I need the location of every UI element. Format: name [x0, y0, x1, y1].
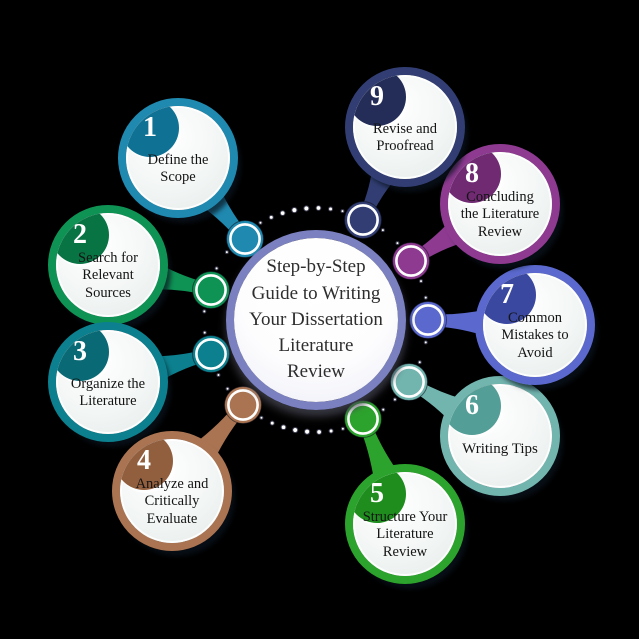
connector-dot — [328, 206, 334, 212]
connector-dot — [380, 228, 385, 233]
connector-circle-ring — [395, 245, 427, 277]
connector-dot — [292, 426, 299, 434]
step-title: Structure Your Literature Review — [362, 508, 448, 560]
step-title: Concluding the Literature Review — [460, 188, 540, 240]
connector-dot — [304, 428, 311, 435]
step-number-badge: 4 — [120, 439, 173, 490]
connector-circle-step-4 — [224, 386, 262, 424]
step-disc: 8 Concluding the Literature Review — [448, 152, 552, 256]
step-disc: 9 Revise and Proofread — [353, 75, 457, 179]
connector-dot — [259, 415, 264, 420]
step-node-7: 7 Common Mistakes to Avoid — [475, 265, 595, 385]
step-number-badge: 7 — [483, 273, 536, 324]
connector-circle-ring — [195, 338, 227, 370]
step-node-1: 1 Define the Scope — [118, 98, 238, 218]
connector-dot — [395, 241, 400, 246]
connector-circle-ring — [195, 274, 227, 306]
step-disc: 1 Define the Scope — [126, 106, 230, 210]
step-number-badge: 1 — [126, 106, 179, 157]
connector-dot — [315, 205, 322, 211]
connector-dot — [316, 429, 322, 435]
connector-dot — [392, 397, 397, 402]
step-number: 6 — [465, 390, 479, 421]
connector-dot — [419, 279, 424, 284]
connector-circle-ring — [229, 223, 261, 255]
step-number-badge: 5 — [353, 472, 406, 523]
step-number-badge: 3 — [56, 330, 109, 381]
step-node-8: 8 Concluding the Literature Review — [440, 144, 560, 264]
connector-dot — [291, 207, 298, 214]
step-number: 2 — [73, 219, 87, 250]
step-title: Define the Scope — [147, 151, 209, 185]
step-number-badge: 6 — [448, 384, 501, 435]
connector-dot — [328, 428, 334, 434]
connector-dot — [202, 309, 207, 314]
step-number-badge: 9 — [353, 75, 406, 126]
connector-circle-ring — [412, 304, 444, 336]
step-number: 9 — [370, 81, 384, 112]
step-title: Organize the Literature — [70, 375, 146, 409]
step-node-4: 4 Analyze and Critically Evaluate — [112, 431, 232, 551]
connector-dot — [423, 340, 428, 345]
connector-circle-step-9 — [344, 201, 382, 239]
connector-circle-ring — [393, 366, 425, 398]
step-number-badge: 8 — [448, 152, 501, 203]
connector-circle-step-3 — [192, 335, 230, 373]
connector-dot — [224, 250, 229, 255]
step-disc: 5 Structure Your Literature Review — [353, 472, 457, 576]
connector-dot — [303, 205, 310, 212]
step-disc: 6 Writing Tips — [448, 384, 552, 488]
step-number-badge: 2 — [56, 213, 109, 264]
connector-circle-step-6 — [390, 363, 428, 401]
step-title: Search for Relevant Sources — [78, 249, 138, 301]
center-disc: Step-by-Step Guide to Writing Your Disse… — [234, 238, 398, 402]
step-number: 3 — [73, 336, 87, 367]
center-circle: Step-by-Step Guide to Writing Your Disse… — [226, 230, 406, 410]
connector-dot — [269, 420, 275, 426]
step-number: 8 — [465, 158, 479, 189]
step-disc: 2 Search for Relevant Sources — [56, 213, 160, 317]
connector-circle-ring — [347, 403, 379, 435]
connector-circle-ring — [347, 204, 379, 236]
step-title: Analyze and Critically Evaluate — [135, 475, 209, 527]
connector-dot — [417, 360, 422, 365]
step-number: 7 — [500, 279, 514, 310]
step-disc: 7 Common Mistakes to Avoid — [483, 273, 587, 377]
connector-dot — [214, 266, 219, 271]
step-disc: 3 Organize the Literature — [56, 330, 160, 434]
connector-dot — [225, 386, 230, 391]
step-number: 1 — [143, 112, 157, 143]
step-title: Revise and Proofread — [372, 120, 438, 154]
connector-dot — [216, 373, 221, 378]
connector-circle-step-8 — [392, 242, 430, 280]
step-title: Common Mistakes to Avoid — [501, 309, 569, 361]
connector-dot — [340, 426, 345, 431]
connector-dot — [268, 214, 274, 220]
connector-dot — [279, 210, 286, 216]
step-node-5: 5 Structure Your Literature Review — [345, 464, 465, 584]
connector-circle-step-7 — [409, 301, 447, 339]
step-node-9: 9 Revise and Proofread — [345, 67, 465, 187]
connector-dot — [381, 407, 386, 412]
connector-dot — [280, 424, 287, 431]
step-node-6: 6 Writing Tips — [440, 376, 560, 496]
connector-dot — [423, 295, 428, 300]
connector-circle-step-5 — [344, 400, 382, 438]
connector-circle-step-2 — [192, 271, 230, 309]
step-number: 5 — [370, 478, 384, 509]
connector-dot — [202, 330, 207, 335]
center-title: Step-by-Step Guide to Writing Your Disse… — [249, 256, 383, 383]
connector-circle-step-1 — [226, 220, 264, 258]
step-disc: 4 Analyze and Critically Evaluate — [120, 439, 224, 543]
connector-dot — [258, 220, 263, 225]
step-node-3: 3 Organize the Literature — [48, 322, 168, 442]
step-title: Writing Tips — [462, 441, 538, 457]
step-number: 4 — [137, 445, 151, 476]
connector-dot — [340, 209, 345, 214]
connector-circle-ring — [227, 389, 259, 421]
step-node-2: 2 Search for Relevant Sources — [48, 205, 168, 325]
